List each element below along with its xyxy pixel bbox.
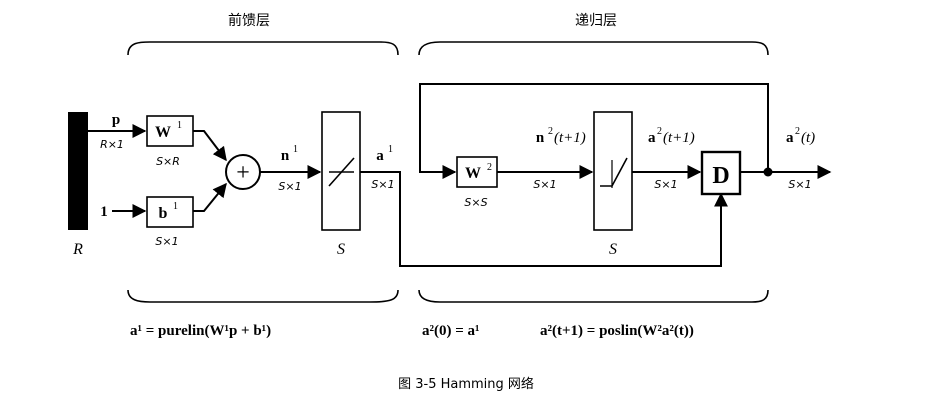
w2-box [456, 156, 498, 188]
purelin-graph-line [328, 157, 355, 187]
a1-to-delay-line [360, 171, 728, 267]
feedback-loop-line [419, 83, 769, 179]
a1-sup: 1 [388, 144, 393, 155]
a2t-sup: 2 [795, 126, 800, 137]
a1-label: a [376, 148, 384, 164]
b1-sup: 1 [173, 201, 178, 212]
a2next-arg: (t+1) [663, 130, 695, 146]
w1-to-sum-arrow [193, 130, 227, 162]
w2-dim-label: S×S [464, 196, 487, 209]
n2-label: n [536, 130, 545, 146]
a2t-arg: (t) [801, 130, 815, 146]
b1-to-sum-arrow [193, 182, 227, 212]
bias-input-label: 1 [100, 204, 108, 220]
feedforward-top-brace [127, 41, 399, 56]
input-bar [68, 112, 88, 230]
figure-caption: 图 3-5 Hamming 网络 [398, 376, 534, 392]
recurrent-layer-title: 递归层 [575, 12, 617, 29]
purelin-block [321, 111, 361, 231]
poslin-size-label: S [609, 241, 617, 258]
purelin-size-label: S [337, 241, 345, 258]
b1-dim-label: S×1 [155, 235, 178, 248]
n1-label: n [281, 148, 290, 164]
a2t-dim-label: S×1 [788, 178, 811, 191]
n1-sup: 1 [293, 144, 298, 155]
w1-label: W [155, 124, 171, 141]
recurrent-equation: a²(t+1) = poslin(W²a²(t)) [540, 323, 694, 339]
b1-label: b [159, 205, 168, 222]
b1-box [146, 196, 194, 228]
p-dim-label: R×1 [100, 138, 124, 151]
p-label: p [112, 112, 120, 128]
w2-sup: 2 [487, 162, 492, 173]
n1-dim-label: S×1 [278, 180, 301, 193]
n2-sup: 2 [548, 126, 553, 137]
sum-symbol: + [236, 160, 250, 186]
a1-dim-label: S×1 [371, 178, 394, 191]
n2-arg: (t+1) [554, 130, 586, 146]
w1-dim-label: S×R [156, 155, 180, 168]
feedforward-bottom-brace [127, 289, 399, 303]
n2-dim-label: S×1 [533, 178, 556, 191]
junction-dot [763, 167, 773, 177]
a2next-sup: 2 [657, 126, 662, 137]
recurrent-top-brace [418, 41, 769, 56]
a2next-label: a [648, 130, 656, 146]
feedforward-equation: a¹ = purelin(W¹p + b¹) [130, 323, 271, 339]
w2-label: W [465, 165, 481, 182]
initial-condition-equation: a²(0) = a¹ [422, 323, 480, 339]
a2next-dim-label: S×1 [654, 178, 677, 191]
poslin-block [593, 111, 633, 231]
recurrent-bottom-brace [418, 289, 769, 303]
a2t-label: a [786, 130, 794, 146]
feedforward-layer-title: 前馈层 [228, 12, 270, 29]
delay-label: D [712, 163, 729, 189]
input-dimension-label: R [72, 241, 83, 258]
w1-sup: 1 [177, 120, 182, 131]
